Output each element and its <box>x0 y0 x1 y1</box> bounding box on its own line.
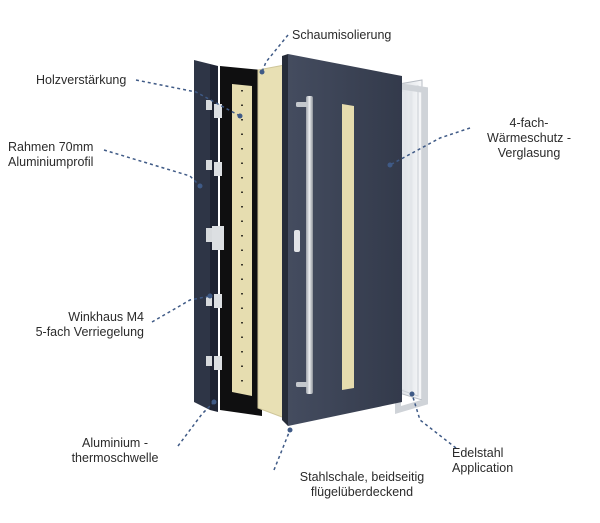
label-stahlschale-line2: flügelüberdeckend <box>310 485 414 499</box>
label-schaumisolierung: Schaumisolierung <box>292 28 391 43</box>
door-handle <box>296 96 313 394</box>
label-winkhaus-line2: 5-fach Verriegelung <box>35 325 144 339</box>
label-edelstahl-line1: Edelstahl <box>452 446 504 460</box>
label-rahmen-line2: Aluminiumprofil <box>8 155 94 169</box>
label-waermeschutz-line3: Verglasung <box>497 146 561 160</box>
label-stahlschale: Stahlschale, beidseitig flügelüberdecken… <box>282 470 442 500</box>
leader-schaumisolierung <box>261 34 289 73</box>
aluminium-frame <box>194 60 218 412</box>
label-waermeschutz-line1: 4-fach- <box>509 116 549 130</box>
leader-holzverstaerkung <box>135 79 241 117</box>
label-schwelle-line2: thermoschwelle <box>71 451 159 465</box>
leader-waermeschutz <box>389 127 471 166</box>
label-holzverstaerkung: Holzverstärkung <box>36 73 126 88</box>
label-rahmen-line1: Rahmen 70mm <box>8 140 94 154</box>
label-schwelle: Aluminium - thermoschwelle <box>60 436 170 466</box>
label-winkhaus: Winkhaus M4 5-fach Verriegelung <box>14 310 144 340</box>
leader-stahlschale <box>273 429 291 471</box>
label-rahmen: Rahmen 70mm Aluminiumprofil <box>8 140 93 170</box>
label-stahlschale-line1: Stahlschale, beidseitig <box>299 470 425 484</box>
leader-rahmen <box>103 149 201 187</box>
label-schaumisolierung-text: Schaumisolierung <box>292 28 392 42</box>
leader-dots <box>197 69 415 433</box>
leader-schwelle <box>177 401 215 447</box>
label-holzverstaerkung-text: Holzverstärkung <box>36 73 127 87</box>
label-waermeschutz: 4-fach- Wärmeschutz - Verglasung <box>474 116 584 161</box>
leader-winkhaus <box>151 295 211 323</box>
leader-lines <box>103 34 471 471</box>
label-edelstahl-line2: Application <box>452 461 514 475</box>
label-schwelle-line1: Aluminium - <box>82 436 148 450</box>
label-winkhaus-line1: Winkhaus M4 <box>68 310 144 324</box>
steel-door-panel <box>282 54 402 426</box>
label-edelstahl: Edelstahl Application <box>452 446 513 476</box>
label-waermeschutz-line2: Wärmeschutz - <box>486 131 572 145</box>
door-sash-frame <box>212 66 262 416</box>
